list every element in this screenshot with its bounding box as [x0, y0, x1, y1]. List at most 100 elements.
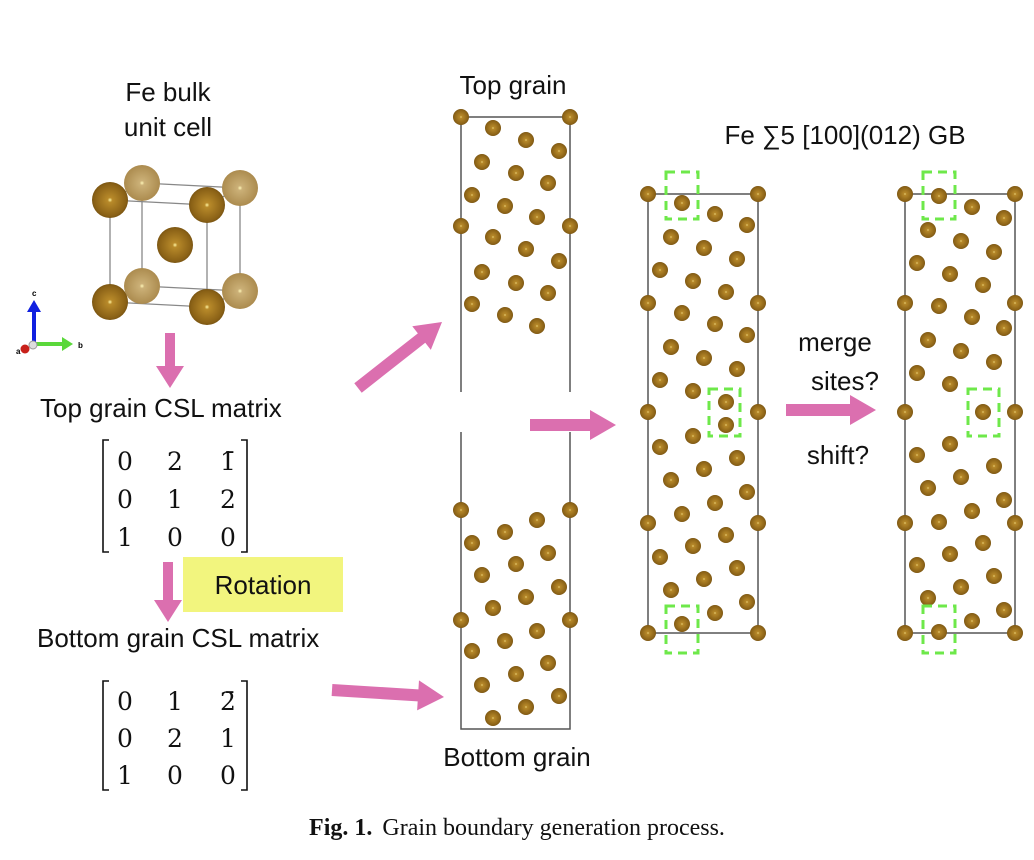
fe-atom: [485, 229, 501, 245]
fe-atom: [1007, 625, 1023, 641]
matrix-cell: 1: [220, 724, 236, 753]
arrow-right-icon: [530, 410, 616, 440]
fe-atom: [663, 472, 679, 488]
bottom-grain-label: Bottom grain: [443, 742, 590, 772]
fe-atom: [729, 560, 745, 576]
fe-atom: [707, 605, 723, 621]
highlight-box: [664, 170, 700, 221]
fe-atom: [931, 298, 947, 314]
bottom-csl-label: Bottom grain CSL matrix: [37, 623, 319, 653]
fe-atom: [663, 229, 679, 245]
fe-atom: [685, 428, 701, 444]
fe-atom: [453, 218, 469, 234]
fe-atom: [474, 264, 490, 280]
fe-atom: [996, 210, 1012, 226]
fe-atom: [540, 175, 556, 191]
fe-atom: [508, 165, 524, 181]
fe-atom: [685, 538, 701, 554]
fe-atom: [953, 579, 969, 595]
matrix-bracket-left: [102, 680, 109, 791]
fe-atom: [474, 567, 490, 583]
fe-atom: [551, 579, 567, 595]
fe-atom: [953, 469, 969, 485]
fe-atom-back: [222, 273, 258, 309]
caption-text: Grain boundary generation process.: [382, 815, 725, 841]
gb-panel-after: [897, 170, 1023, 655]
axis-a-label: a: [16, 347, 21, 356]
fe-atom: [707, 206, 723, 222]
figure-caption: Fig. 1. Grain boundary generation process…: [309, 815, 725, 841]
arrow-right-icon: [331, 680, 444, 711]
fe-atom: [189, 187, 225, 223]
matrix-cell: 0: [117, 724, 133, 753]
highlight-box: [966, 387, 1001, 438]
fe-atom: [529, 209, 545, 225]
matrix-bracket-right: [241, 680, 248, 791]
fe-atom: [718, 284, 734, 300]
fe-atom: [518, 241, 534, 257]
fe-atom: [996, 492, 1012, 508]
rotation-label: Rotation: [215, 570, 312, 600]
fe-atom: [540, 655, 556, 671]
fe-atom: [529, 318, 545, 334]
fe-atom: [996, 602, 1012, 618]
sites-label: sites?: [811, 366, 879, 396]
fe-atom: [189, 289, 225, 325]
fe-atom: [474, 677, 490, 693]
caption-label: Fig. 1.: [309, 815, 372, 841]
fe-atom: [909, 447, 925, 463]
fe-atom: [652, 262, 668, 278]
fe-atom: [897, 186, 913, 202]
fe-atom: [652, 549, 668, 565]
fe-atom: [909, 255, 925, 271]
fe-atom: [718, 417, 734, 433]
fe-atom: [1007, 295, 1023, 311]
arrow-down-icon: [156, 333, 184, 388]
fe-atom-back: [222, 170, 258, 206]
fe-atom: [485, 120, 501, 136]
fe-atom: [931, 188, 947, 204]
fe-atom: [562, 109, 578, 125]
fe-atom: [975, 277, 991, 293]
fe-atom: [464, 535, 480, 551]
fe-atom: [986, 354, 1002, 370]
fe-atom: [897, 295, 913, 311]
fe-atom: [975, 404, 991, 420]
fe-atom: [920, 332, 936, 348]
highlight-box: [921, 604, 957, 655]
matrix-bracket-right: [241, 439, 248, 553]
fe-atom: [750, 404, 766, 420]
fe-atom: [529, 623, 545, 639]
fe-atom: [696, 571, 712, 587]
fe-atom: [453, 109, 469, 125]
fe-atom: [497, 633, 513, 649]
fe-atom: [551, 688, 567, 704]
fe-atom: [920, 222, 936, 238]
matrix-bracket-left: [102, 439, 109, 553]
gb-panel-before: [640, 170, 766, 655]
fe-atom: [718, 527, 734, 543]
fe-atom: [931, 624, 947, 640]
fe-atom: [674, 506, 690, 522]
fe-atom: [674, 195, 690, 211]
matrix-cell: 0: [167, 761, 183, 790]
fe-atom: [518, 589, 534, 605]
fe-atom-back: [124, 268, 160, 304]
fe-atom-back: [124, 165, 160, 201]
matrix-cell: 0: [117, 687, 133, 716]
fe-atom: [551, 143, 567, 159]
fe-atom: [718, 394, 734, 410]
matrix-cell: 1: [117, 761, 133, 790]
fe-atom: [964, 199, 980, 215]
matrix-cell: 0: [117, 447, 133, 476]
fe-atom: [485, 600, 501, 616]
matrix-cell: 0: [220, 761, 236, 790]
fe-atom: [986, 458, 1002, 474]
matrix-cell: 1̄: [220, 447, 236, 476]
fe-atom: [975, 535, 991, 551]
top-grain-label: Top grain: [460, 70, 567, 100]
fe-atom: [474, 154, 490, 170]
fe-atom: [696, 240, 712, 256]
